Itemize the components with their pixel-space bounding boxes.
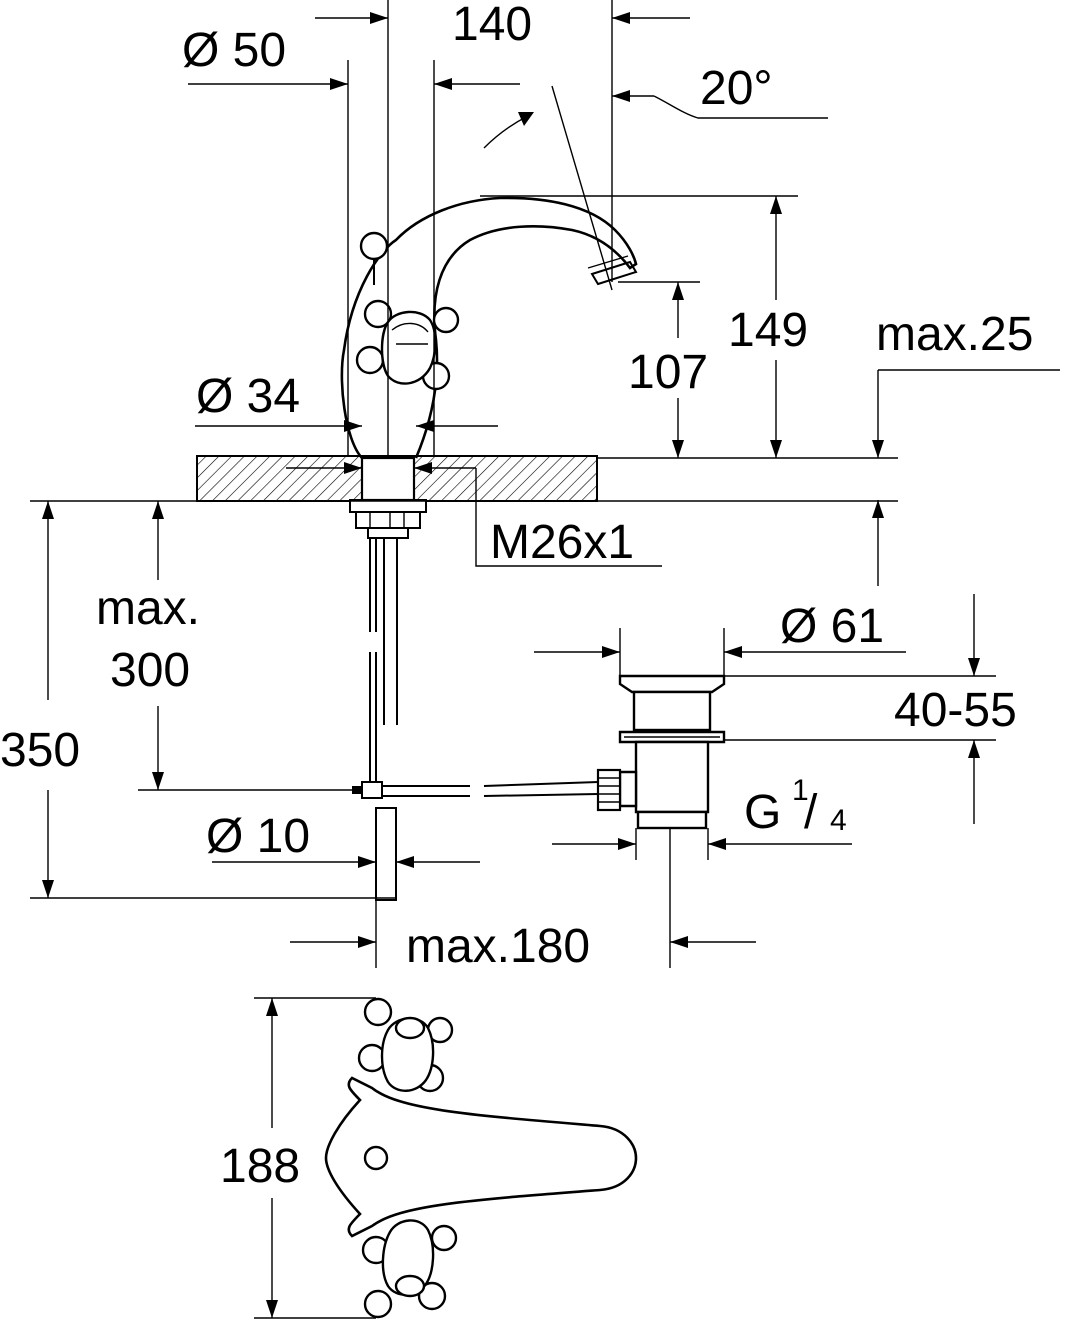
label-g-slash: / — [804, 786, 818, 839]
label-188: 188 — [220, 1140, 300, 1193]
label-350: 350 — [0, 724, 80, 777]
label-dia-34: Ø 34 — [196, 370, 300, 423]
label-max-300-line1: max. — [96, 582, 200, 635]
label-140: 140 — [452, 0, 532, 51]
label-max-300-line2: 300 — [110, 644, 190, 697]
label-107: 107 — [628, 346, 708, 399]
faucet-body — [340, 196, 638, 459]
label-dia-50: Ø 50 — [182, 24, 286, 77]
popup-lever — [352, 781, 599, 901]
label-dia-10: Ø 10 — [206, 810, 310, 863]
faucet-top-view — [324, 997, 638, 1319]
label-max-25: max.25 — [876, 308, 1033, 361]
label-g-thread: G — [744, 786, 781, 839]
cross-handle-top-upper — [357, 997, 454, 1093]
spout-outlet — [590, 260, 638, 286]
cross-handle-top-lower — [361, 1219, 458, 1319]
faucet-side-view — [196, 196, 726, 901]
label-angle-20: 20° — [700, 62, 773, 115]
spout-top-outline — [324, 1076, 638, 1238]
label-m26x1: M26x1 — [490, 516, 634, 569]
popup-waste — [596, 674, 726, 830]
label-max-180: max.180 — [406, 920, 590, 973]
supply-tubes — [369, 538, 398, 782]
cross-handle-side — [355, 231, 460, 391]
mounting-nut — [349, 499, 427, 513]
dimension-lines — [30, 0, 1060, 1319]
label-149: 149 — [728, 304, 808, 357]
label-g-denominator: 4 — [830, 804, 847, 837]
label-dia-61: Ø 61 — [780, 600, 884, 653]
label-40-55: 40-55 — [894, 684, 1017, 737]
label-g-numerator: 1 — [792, 774, 809, 807]
dimension-labels: Ø 50 140 20° 149 107 max.25 Ø 34 M26x1 m… — [0, 0, 1033, 1193]
